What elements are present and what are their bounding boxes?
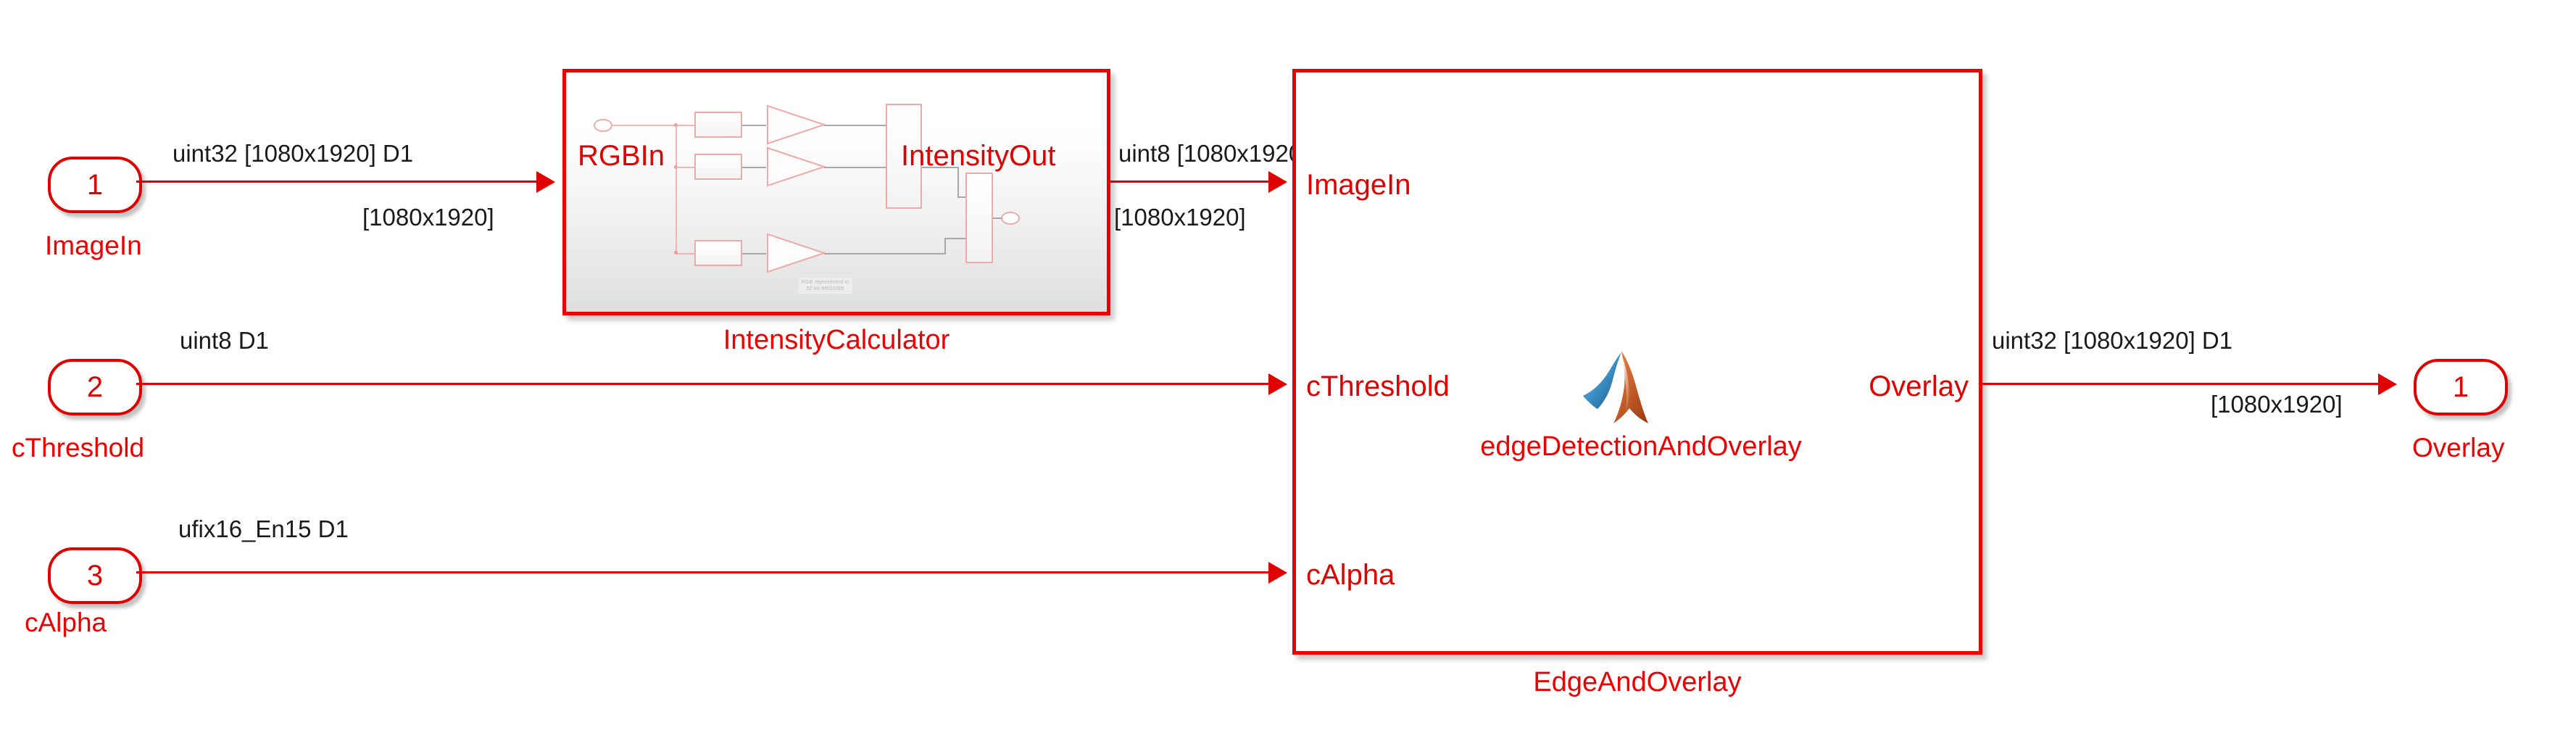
signal-label-overlay-type: uint32 [1080x1920] D1 <box>1992 327 2233 354</box>
preview-row3-in-wire <box>676 253 694 254</box>
signal-label-intensity-dims: [1080x1920] <box>1114 204 1246 231</box>
preview-sumA-out-wire <box>922 167 958 168</box>
preview-row2-extract-block <box>694 154 742 180</box>
outport-block-overlay[interactable]: 1 <box>2414 359 2508 415</box>
preview-row2-out-wire <box>824 167 886 168</box>
block-outport-label-intensityout: IntensityOut <box>901 140 1056 172</box>
signal-wire-overlay[interactable] <box>1982 383 2378 385</box>
preview-sumA-into-sumB <box>957 196 966 198</box>
preview-row3-riser <box>944 238 946 254</box>
preview-row3-out-wire <box>824 253 945 254</box>
preview-trunk-wire <box>611 125 676 126</box>
signal-wire-calpha[interactable] <box>136 571 1268 573</box>
signal-wire-cthreshold[interactable] <box>136 383 1268 385</box>
preview-branch-dot-1 <box>674 123 678 127</box>
preview-outport-circle <box>1001 212 1020 225</box>
signal-wire-intensity[interactable] <box>1110 181 1268 183</box>
preview-branch-dot-3 <box>674 251 678 254</box>
preview-annotation-note: RGB represented in 32-bit RRGGBB <box>798 278 852 294</box>
preview-sum-block-b <box>965 173 993 263</box>
preview-row2-mid-wire <box>742 167 766 168</box>
block-name-edgeandoverlay: EdgeAndOverlay <box>1533 667 1742 697</box>
subsystem-block-intensitycalculator[interactable]: RGB represented in 32-bit RRGGBB RGBIn I… <box>562 69 1110 315</box>
preview-sumA-drop <box>957 167 959 197</box>
preview-sumB-out-wire <box>993 218 1002 219</box>
preview-row3-gain-icon <box>767 233 827 273</box>
inport-block-cthreshold[interactable]: 2 <box>48 359 142 415</box>
block-name-intensitycalculator: IntensityCalculator <box>723 325 950 355</box>
signal-label-imagein-dims: [1080x1920] <box>362 204 494 231</box>
preview-branch-bus <box>676 125 677 254</box>
signal-label-overlay-dims: [1080x1920] <box>2211 391 2343 418</box>
signal-arrow-cthreshold <box>1268 373 1287 395</box>
subsystem-block-edgeandoverlay[interactable]: ImageIn cThreshold cAlpha Overlay <box>1292 69 1982 655</box>
matlab-membrane-logo-icon <box>1583 351 1648 423</box>
preview-row1-mid-wire <box>742 125 766 126</box>
block-inport-label-calpha: cAlpha <box>1306 559 1395 591</box>
block-inport-label-cthreshold: cThreshold <box>1306 370 1450 402</box>
inport-1-number: 1 <box>86 168 104 201</box>
block-inport-label-rgbin: RGBIn <box>578 140 665 172</box>
signal-arrow-intensity <box>1268 171 1287 193</box>
preview-branch-dot-2 <box>674 165 678 169</box>
outport-1-label: Overlay <box>2412 433 2505 463</box>
inport-block-calpha[interactable]: 3 <box>48 547 142 604</box>
preview-row1-gain-icon <box>767 104 827 145</box>
signal-arrow-imagein <box>536 171 555 193</box>
preview-row3-extract-block <box>694 240 742 266</box>
preview-sum-block-a <box>886 104 922 209</box>
inport-block-imagein[interactable]: 1 <box>48 157 142 213</box>
signal-arrow-calpha <box>1268 562 1287 584</box>
preview-row1-extract-block <box>694 112 742 138</box>
signal-arrow-overlay <box>2378 373 2397 395</box>
preview-row2-gain-icon <box>767 146 827 187</box>
block-inport-label-imagein: ImageIn <box>1306 169 1411 201</box>
signal-label-imagein-type: uint32 [1080x1920] D1 <box>173 140 414 167</box>
preview-inport-circle <box>594 119 612 132</box>
block-mask-label-edgedetectionandoverlay: edgeDetectionAndOverlay <box>1480 431 1802 462</box>
preview-row1-in-wire <box>676 125 694 126</box>
preview-row3-mid-wire <box>742 253 766 254</box>
inport-3-label: cAlpha <box>25 608 107 637</box>
preview-row2-in-wire <box>676 167 694 168</box>
outport-1-number: 1 <box>2452 370 2469 403</box>
preview-row3-riser-top <box>944 238 966 239</box>
signal-wire-imagein[interactable] <box>136 181 536 183</box>
signal-label-cthreshold-type: uint8 D1 <box>180 327 269 354</box>
preview-row1-out-wire <box>824 125 886 126</box>
inport-3-number: 3 <box>86 559 104 592</box>
inport-1-label: ImageIn <box>45 231 142 260</box>
block-outport-label-overlay: Overlay <box>1869 370 1969 402</box>
inport-2-number: 2 <box>86 370 104 403</box>
inport-2-label: cThreshold <box>12 433 145 463</box>
signal-label-calpha-type: ufix16_En15 D1 <box>178 515 349 542</box>
